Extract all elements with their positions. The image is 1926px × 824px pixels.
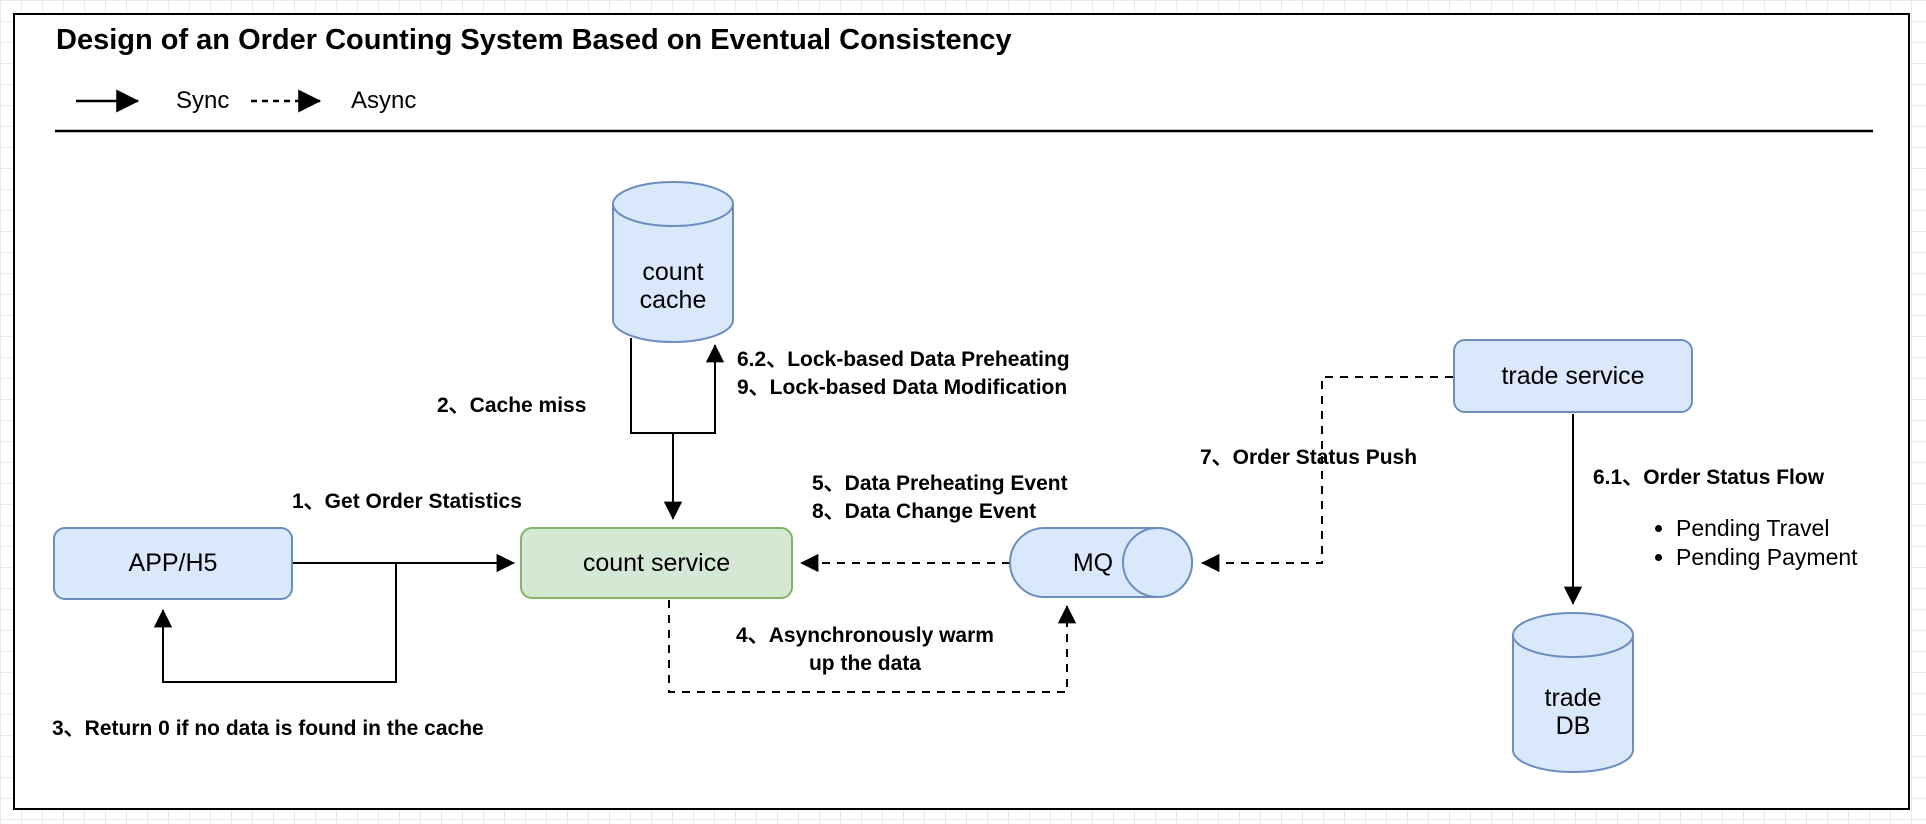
node-trade-db-label: trade DB: [1544, 684, 1602, 740]
arrow-count-service-to-mq: [668, 600, 1077, 693]
annotation-step2: 2、Cache miss: [437, 394, 587, 417]
node-trade-service-label: trade service: [1501, 361, 1645, 390]
annotation-step4: 4、Asynchronously warm up the data: [736, 624, 994, 675]
annotation-step1: 1、Get Order Statistics: [292, 490, 522, 513]
node-trade-service[interactable]: trade service: [1453, 339, 1693, 413]
arrow-count-service-to-cache: [630, 338, 725, 434]
annotation-step61: 6.1、Order Status Flow: [1593, 466, 1825, 489]
annotation-step3: 3、Return 0 if no data is found in the ca…: [52, 717, 484, 740]
annotation-step7: 7、Order Status Push: [1200, 446, 1418, 469]
page-title: Design of an Order Counting System Based…: [56, 24, 1012, 56]
node-count-service-label: count service: [582, 548, 731, 577]
node-count-cache-label: count cache: [639, 258, 707, 314]
count-cache-cylinder[interactable]: [612, 181, 734, 343]
trade-db-cylinder[interactable]: [1512, 612, 1634, 773]
node-count-service[interactable]: count service: [520, 527, 793, 599]
node-app-h5-label: APP/H5: [128, 549, 218, 577]
node-mq-label: MQ: [1072, 549, 1114, 577]
legend-async-label: Async: [351, 87, 417, 114]
order-status-bullet-list: Pending Travel Pending Payment: [1650, 514, 1858, 572]
legend-sync-label: Sync: [176, 87, 230, 114]
bullet-pending-payment: Pending Payment: [1676, 543, 1858, 572]
bullet-pending-travel: Pending Travel: [1676, 514, 1858, 543]
annotation-step5-8: 5、Data Preheating Event 8、Data Change Ev…: [812, 472, 1068, 523]
mq-cylinder[interactable]: [1009, 527, 1193, 598]
node-app-h5[interactable]: APP/H5: [53, 527, 293, 600]
arrow-return-to-app: [153, 563, 397, 683]
arrow-trade-service-to-mq: [1201, 376, 1453, 573]
annotation-step62-9: 6.2、Lock-based Data Preheating 9、Lock-ba…: [737, 348, 1070, 399]
